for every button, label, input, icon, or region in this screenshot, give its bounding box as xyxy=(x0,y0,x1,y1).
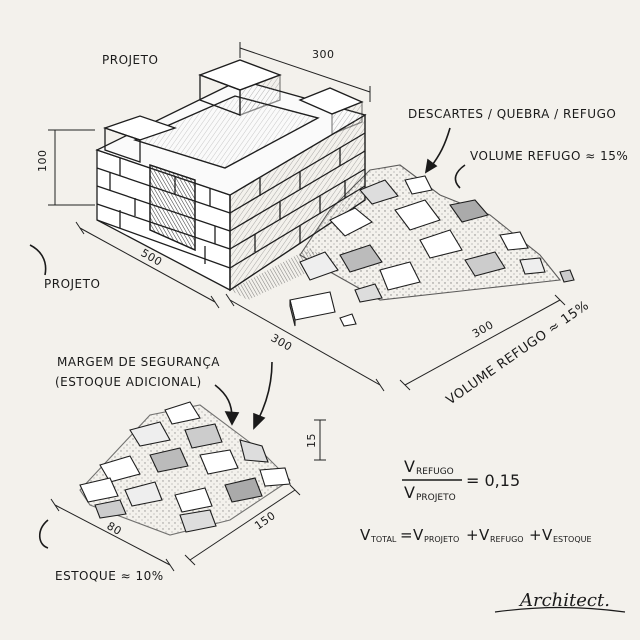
label-margem-line2: (ESTOQUE ADICIONAL) xyxy=(55,375,202,389)
arrow-projeto-icon xyxy=(29,244,47,276)
formula2-eq: = xyxy=(400,526,413,544)
dim-house-height: 100 xyxy=(36,150,49,173)
formula1-den-v: V xyxy=(404,483,415,502)
formula2-t3-v: V xyxy=(542,526,553,544)
formula2-lhs-sub: TOTAL xyxy=(370,535,397,544)
dim-stock-height: 15 xyxy=(305,433,318,448)
label-projeto-left: PROJETO xyxy=(44,277,100,291)
formula2-plus1: + xyxy=(466,526,479,544)
formula1-num-v: V xyxy=(404,457,415,476)
formula1-den-sub: PROJETO xyxy=(416,493,456,503)
dim-stock-width: 80 xyxy=(105,519,124,538)
formula2-t1-sub: PROJETO xyxy=(424,535,459,544)
label-projeto-top: PROJETO xyxy=(102,53,158,67)
formula2-t1-v: V xyxy=(413,526,424,544)
dimension-lines xyxy=(48,42,566,572)
arrow-descartes-icon xyxy=(429,127,451,169)
label-estoque: ESTOQUE ≈ 10% xyxy=(55,569,164,583)
brick-structure xyxy=(95,59,367,300)
formula2-t2-v: V xyxy=(479,526,490,544)
dim-stock-depth: 150 xyxy=(252,509,278,533)
formula2-t3-sub: ESTOQUE xyxy=(553,535,592,544)
label-margem-line1: MARGEM DE SEGURANÇA xyxy=(57,355,220,369)
signature-text: Architect. xyxy=(518,590,610,611)
label-volume-refugo-diag: VOLUME REFUGO ≈ 15% xyxy=(444,298,592,408)
signature: Architect. xyxy=(494,590,626,613)
stock-pile xyxy=(79,401,291,536)
formula-total: V TOTAL = V PROJETO + V REFUGO + V ESTOQ… xyxy=(360,526,592,544)
formula2-t2-sub: REFUGO xyxy=(490,535,524,544)
rubble-pile xyxy=(289,164,575,327)
label-descartes: DESCARTES / QUEBRA / REFUGO xyxy=(408,107,616,121)
arrows xyxy=(29,127,466,549)
dim-house-width-top: 300 xyxy=(312,48,335,61)
signature-underline xyxy=(494,606,626,613)
formula2-lhs-v: V xyxy=(360,526,371,544)
label-volume-refugo-top: VOLUME REFUGO ≈ 15% xyxy=(470,149,628,163)
squiggle-icon xyxy=(454,164,466,189)
arrow-estoque-icon xyxy=(38,519,49,549)
formula2-plus2: + xyxy=(529,526,542,544)
formula1-result: = 0,15 xyxy=(466,471,520,490)
formula1-num-sub: REFUGO xyxy=(416,467,454,477)
arrow-to-stock-icon xyxy=(257,361,273,421)
formula-ratio: V REFUGO V PROJETO = 0,15 xyxy=(402,457,520,503)
